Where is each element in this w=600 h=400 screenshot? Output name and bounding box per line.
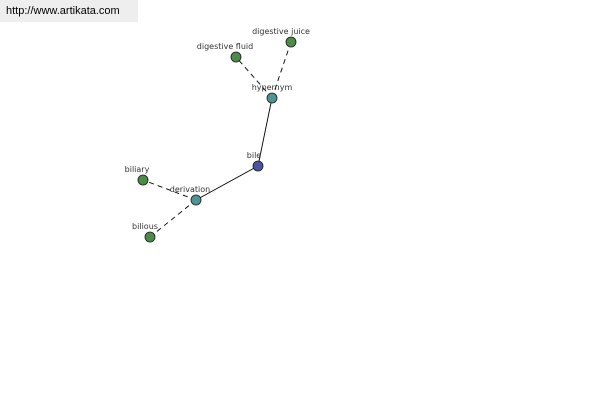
node-label-digestive-juice[interactable]: digestive juice [252, 27, 310, 36]
site-url[interactable]: http://www.artikata.com [0, 0, 138, 22]
graph-edges [142, 41, 292, 238]
node-label-biliary[interactable]: biliary [125, 165, 150, 174]
node-digestive-fluid[interactable] [230, 51, 242, 63]
graph-labels: bile hypernym derivation digestive fluid dig… [125, 27, 310, 231]
edge-bile-hypernym [257, 97, 273, 167]
edge-bile-derivation [195, 165, 259, 201]
graph-nodes [137, 36, 297, 243]
node-label-bile[interactable]: bile [247, 151, 262, 160]
edge-hypernym-digestive-fluid [235, 56, 273, 99]
node-hypernym[interactable] [266, 92, 278, 104]
node-label-digestive-fluid[interactable]: digestive fluid [197, 42, 253, 51]
edge-hypernym-digestive-juice [271, 41, 292, 99]
node-label-bilious[interactable]: bilious [132, 222, 158, 231]
node-biliary[interactable] [137, 174, 149, 186]
node-bilious[interactable] [144, 231, 156, 243]
node-bile[interactable] [252, 160, 264, 172]
edge-derivation-bilious [149, 199, 197, 238]
node-label-derivation[interactable]: derivation [170, 185, 210, 194]
edge-derivation-biliary [142, 179, 197, 201]
node-derivation[interactable] [190, 194, 202, 206]
node-label-hypernym[interactable]: hypernym [252, 83, 293, 92]
node-digestive-juice[interactable] [285, 36, 297, 48]
